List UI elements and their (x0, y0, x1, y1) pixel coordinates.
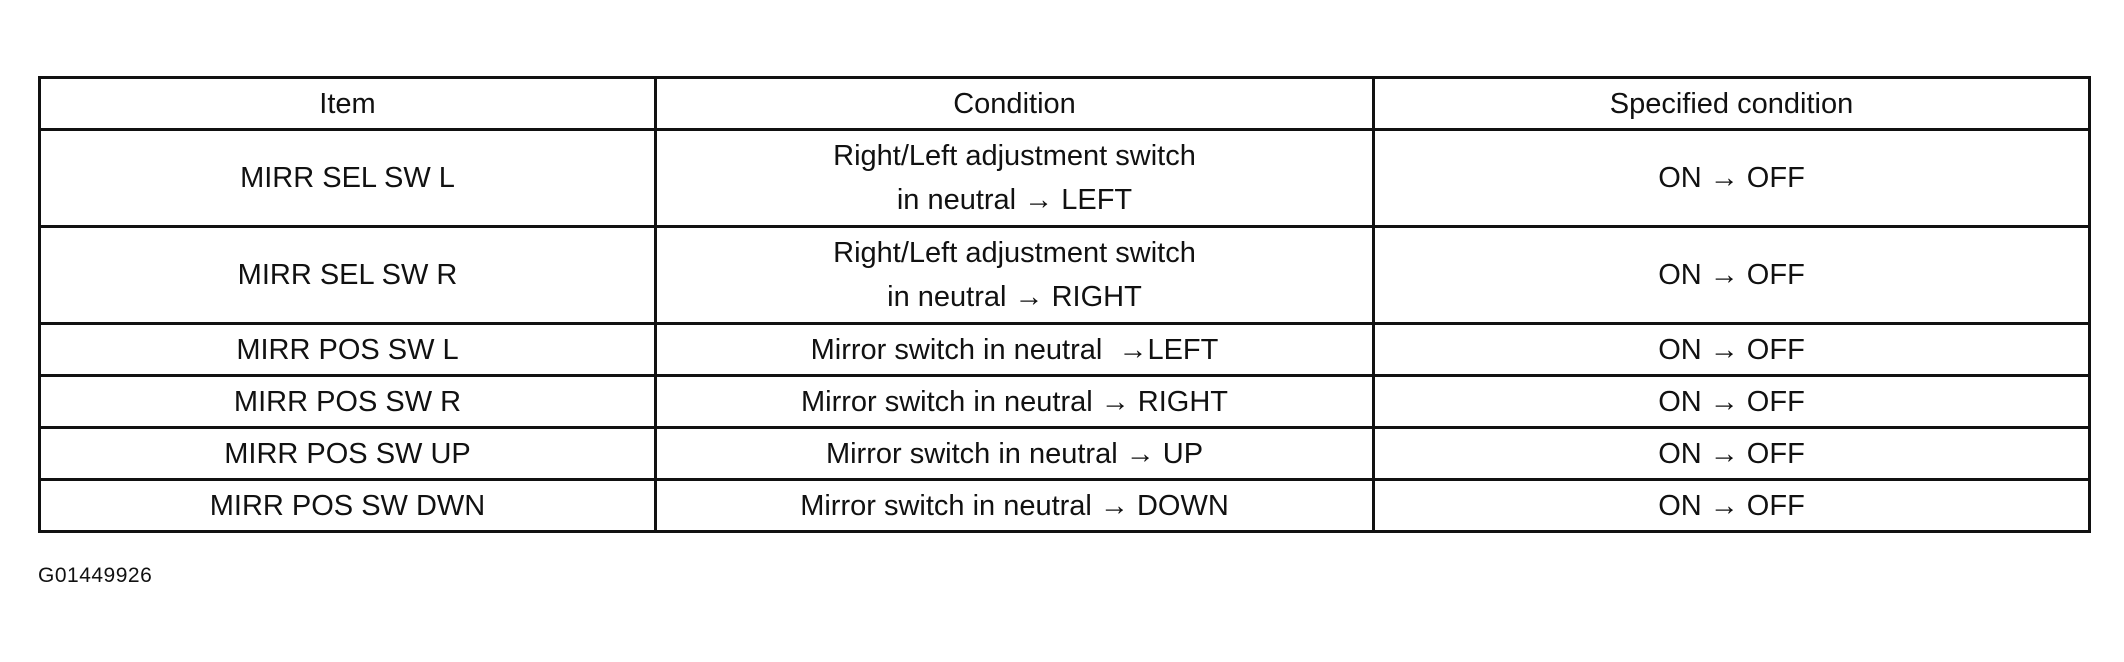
cell-item: MIRR POS SW L (38, 322, 657, 377)
cell-specified-condition: ON → OFF (1372, 128, 2091, 228)
header-condition: Condition (654, 76, 1375, 131)
table-row: MIRR POS SW UP Mirror switch in neutral … (38, 426, 2091, 481)
cell-condition: Mirror switch in neutral → UP (654, 426, 1375, 481)
specification-table: Item Condition Specified condition MIRR … (38, 76, 2091, 533)
condition-line: Right/Left adjustment switch (833, 140, 1196, 172)
cell-specified-condition: ON → OFF (1372, 374, 2091, 429)
cell-specified-condition: ON → OFF (1372, 426, 2091, 481)
cell-condition: Mirror switch in neutral →LEFT (654, 322, 1375, 377)
cell-condition: Mirror switch in neutral → RIGHT (654, 374, 1375, 429)
cell-condition: Right/Left adjustment switch in neutral … (654, 225, 1375, 325)
cell-specified-condition: ON → OFF (1372, 478, 2091, 533)
cell-item: MIRR POS SW UP (38, 426, 657, 481)
cell-condition: Mirror switch in neutral → DOWN (654, 478, 1375, 533)
cell-condition: Right/Left adjustment switch in neutral … (654, 128, 1375, 228)
table-header-row: Item Condition Specified condition (38, 76, 2091, 131)
table-row: MIRR POS SW L Mirror switch in neutral →… (38, 322, 2091, 377)
table-row: MIRR SEL SW R Right/Left adjustment swit… (38, 225, 2091, 325)
table-row: MIRR POS SW DWN Mirror switch in neutral… (38, 478, 2091, 533)
cell-item: MIRR POS SW R (38, 374, 657, 429)
table-row: MIRR SEL SW L Right/Left adjustment swit… (38, 128, 2091, 228)
header-specified-condition: Specified condition (1372, 76, 2091, 131)
cell-specified-condition: ON → OFF (1372, 225, 2091, 325)
cell-item: MIRR SEL SW L (38, 128, 657, 228)
figure-code: G01449926 (38, 564, 153, 587)
table-row: MIRR POS SW R Mirror switch in neutral →… (38, 374, 2091, 429)
condition-line: in neutral → RIGHT (887, 281, 1142, 313)
header-item: Item (38, 76, 657, 131)
condition-line: in neutral → LEFT (896, 184, 1133, 216)
cell-item: MIRR SEL SW R (38, 225, 657, 325)
cell-specified-condition: ON → OFF (1372, 322, 2091, 377)
condition-line: Right/Left adjustment switch (833, 237, 1196, 269)
cell-item: MIRR POS SW DWN (38, 478, 657, 533)
